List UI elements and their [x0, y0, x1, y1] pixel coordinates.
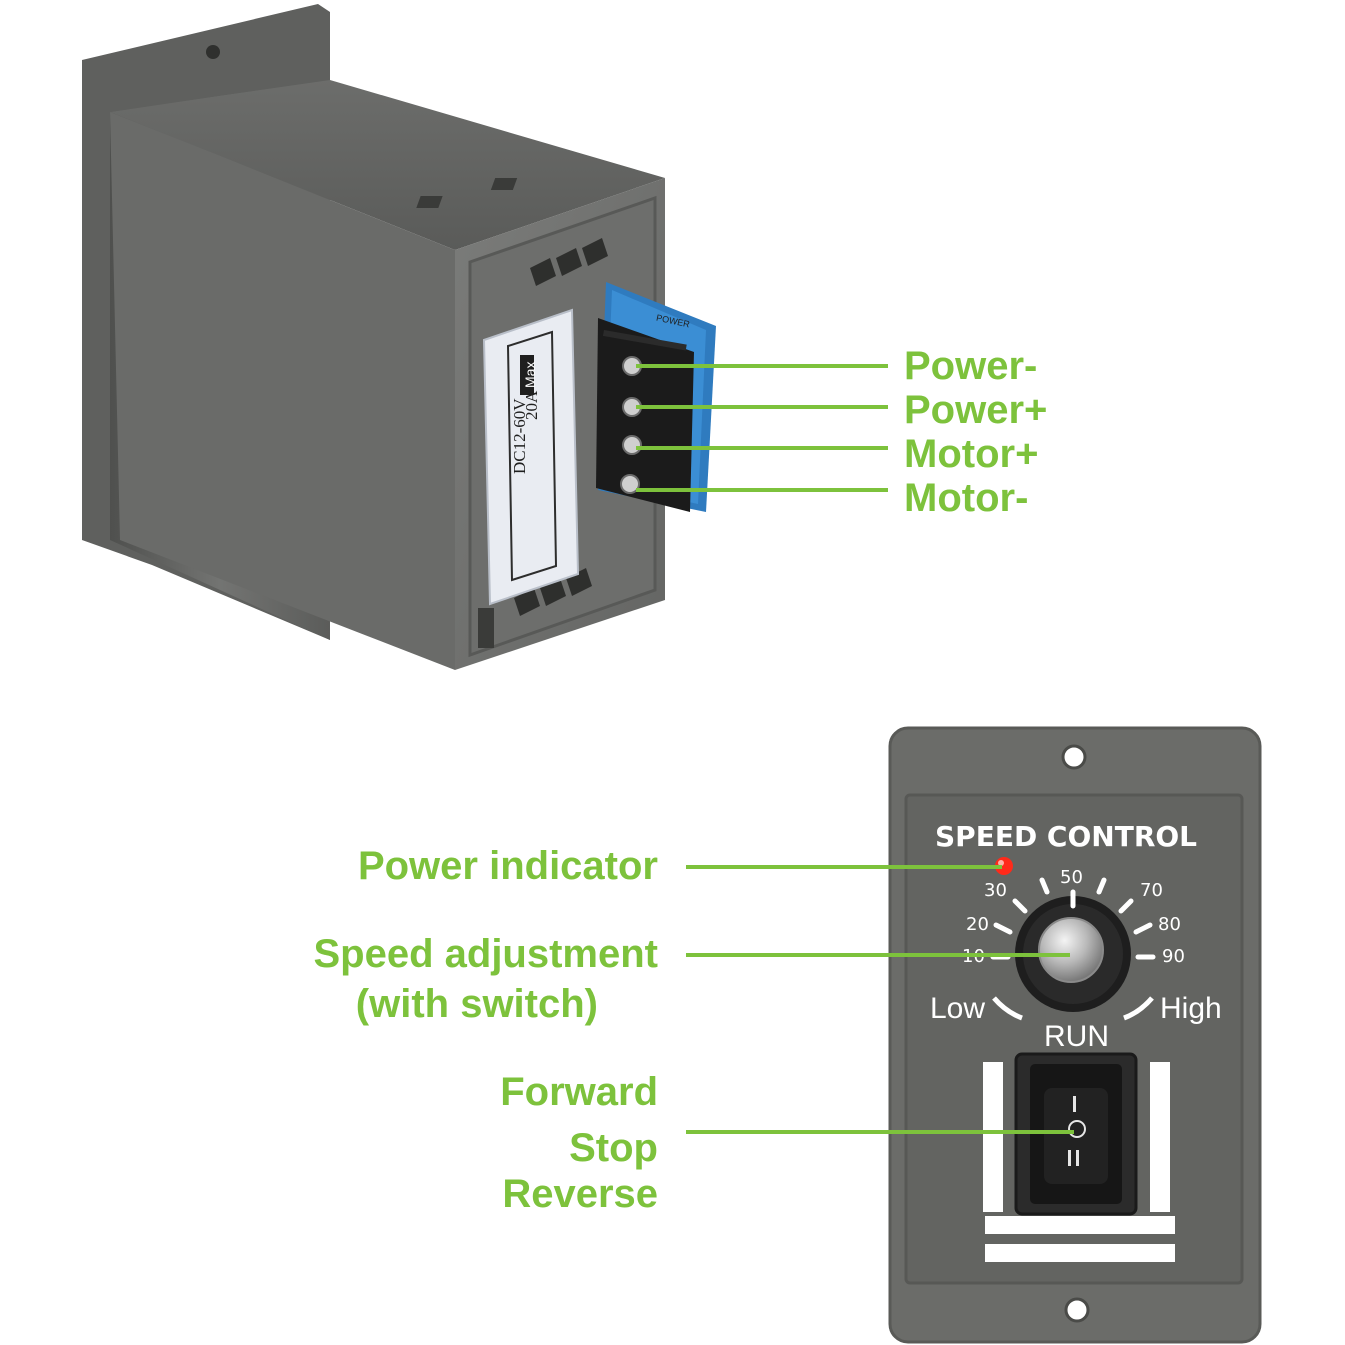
- label-motor-pos: Motor+: [904, 432, 1039, 476]
- label-power-indicator: Power indicator: [357, 844, 658, 888]
- callout-line-power-neg: [636, 364, 888, 368]
- flange-screw-hole: [206, 45, 220, 59]
- plate-screw-hole-top: [1061, 744, 1087, 770]
- vent-slots-top: [530, 238, 608, 286]
- label-current: 20A: [522, 390, 541, 420]
- callout-line-motor-pos: [636, 446, 888, 450]
- callout-line-speed-adjust: [686, 953, 1070, 957]
- top-slot: [490, 178, 518, 190]
- bottom-notch: [478, 608, 494, 648]
- plate-stripe: [985, 1244, 1175, 1262]
- run-label: RUN: [1044, 1020, 1109, 1053]
- dial-mark-50: 50: [1060, 867, 1083, 888]
- high-arc: [1123, 996, 1154, 1021]
- switch-symbol-reverse: [1068, 1150, 1071, 1166]
- dial-mark-30: 30: [984, 880, 1007, 901]
- callout-line-switch: [686, 1130, 1074, 1134]
- plate-stripe: [1150, 1062, 1170, 1212]
- label-switch-forward: Forward: [500, 1070, 658, 1114]
- label-power-pos: Power+: [904, 388, 1048, 432]
- label-speed-adjustment: Speed adjustment: [313, 932, 658, 976]
- label-power-neg: Power-: [904, 344, 1038, 388]
- low-arc: [992, 996, 1023, 1021]
- plate-stripe: [985, 1216, 1175, 1234]
- callout-line-power-indicator: [686, 865, 1002, 869]
- dial-mark-80: 80: [1158, 914, 1181, 935]
- label-motor-neg: Motor-: [904, 476, 1029, 520]
- switch-symbol-off: [1068, 1120, 1086, 1138]
- top-slot: [416, 196, 443, 208]
- dial-mark-90: 90: [1162, 946, 1185, 967]
- label-speed-adjustment-note: (with switch): [355, 982, 598, 1026]
- label-max: Max: [522, 361, 538, 388]
- speed-knob: [1038, 917, 1104, 983]
- control-plate: [888, 726, 1262, 1344]
- plate-title: SPEED CONTROL: [935, 820, 1198, 853]
- plate-screw-hole-bottom: [1064, 1297, 1090, 1323]
- terminal-screw: [620, 356, 642, 494]
- label-switch-reverse: Reverse: [502, 1172, 658, 1216]
- callout-line-motor-neg: [636, 488, 888, 492]
- terminal-block: [596, 318, 694, 512]
- dial-ticks: [990, 877, 1156, 960]
- dial-mark-70: 70: [1140, 880, 1163, 901]
- label-switch-stop: Stop: [569, 1126, 658, 1170]
- switch-symbol-on: [1073, 1096, 1076, 1112]
- dial-mark-20: 20: [966, 914, 989, 935]
- low-label: Low: [930, 992, 986, 1025]
- housing-top: [110, 80, 665, 250]
- high-label: High: [1160, 992, 1222, 1025]
- callout-line-power-pos: [636, 405, 888, 409]
- plate-stripe: [983, 1062, 1003, 1212]
- spec-label: [482, 308, 580, 606]
